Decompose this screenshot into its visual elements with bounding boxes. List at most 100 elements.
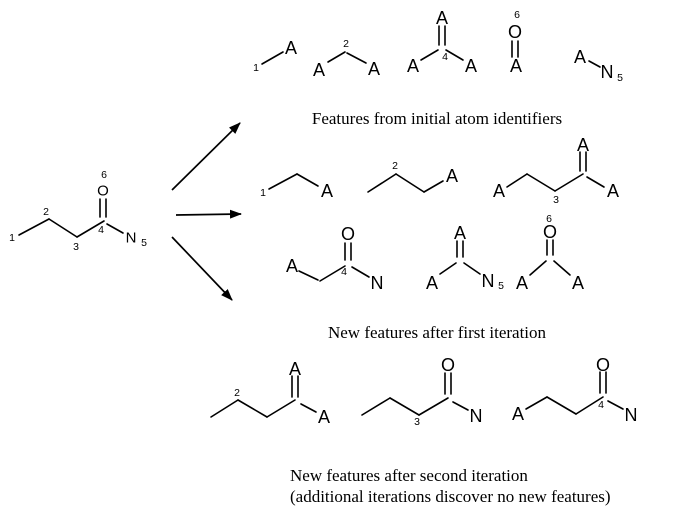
atom-number: 4	[98, 224, 104, 236]
atom-a-label: A	[289, 359, 301, 379]
bond	[588, 60, 601, 68]
bond	[48, 218, 78, 238]
row3-caption: New features after first iteration	[328, 323, 547, 342]
row1-feature-4: 6 O A	[508, 9, 522, 76]
oxygen-label: O	[543, 222, 557, 242]
oxygen-label: O	[596, 355, 610, 375]
row4-caption-line1: New features after second iteration	[290, 466, 528, 485]
bond	[367, 173, 397, 193]
atom-number: 5	[498, 280, 504, 292]
bond	[327, 51, 346, 63]
atom-a-label: A	[465, 56, 477, 76]
atom-a-label: A	[318, 407, 330, 427]
oxygen-label: O	[97, 183, 109, 200]
row1-feature-2: A 2 A	[313, 38, 380, 80]
bond	[445, 49, 464, 61]
row2-feature-1: 1 A	[260, 173, 333, 201]
atom-a-label: A	[572, 273, 584, 293]
row2-feature-3: A 3 A A	[493, 135, 619, 206]
bond	[554, 173, 584, 192]
bond	[526, 173, 556, 192]
atom-number: 3	[553, 194, 559, 206]
row1-feature-5: A N 5	[574, 47, 623, 84]
bond	[76, 220, 105, 238]
row1-feature-3: A 4 A A	[407, 8, 477, 76]
atom-a-label: A	[516, 273, 528, 293]
oxygen-label: O	[441, 355, 455, 375]
atom-number: 4	[442, 51, 448, 63]
bond	[18, 218, 50, 236]
bond	[607, 400, 624, 410]
bond	[506, 173, 528, 188]
bond	[395, 173, 425, 193]
bond	[346, 52, 367, 64]
atom-a-label: A	[313, 60, 325, 80]
arrow-icon	[175, 209, 242, 219]
atom-number: 2	[43, 206, 49, 218]
atom-number: 2	[234, 387, 240, 399]
row3-feature-3: 6 O A A	[516, 213, 584, 293]
row1-feature-1: 1 A	[253, 38, 297, 74]
bond	[351, 266, 370, 278]
bond	[463, 262, 481, 275]
bond	[546, 396, 577, 415]
atom-number: 6	[514, 9, 520, 21]
atom-number: 6	[546, 213, 552, 225]
atom-a-label: A	[512, 404, 524, 424]
bond	[575, 396, 604, 415]
row4-feature-1: 2 A A	[210, 359, 330, 427]
source-molecule-structure: 1 2 3 4 O 6 N 5	[9, 169, 147, 253]
row3-feature-2: A A N 5	[426, 223, 504, 293]
atom-number: 5	[617, 72, 623, 84]
row4-caption-line2: (additional iterations discover no new f…	[290, 487, 611, 506]
atom-number: 3	[73, 241, 79, 253]
oxygen-label: O	[341, 224, 355, 244]
bond	[210, 399, 239, 418]
nitrogen-label: N	[371, 273, 384, 293]
nitrogen-label: N	[601, 62, 614, 82]
atom-number: 1	[9, 232, 15, 244]
atom-a-label: A	[426, 273, 438, 293]
arrow-icon	[171, 122, 241, 191]
bond	[266, 399, 296, 418]
atom-a-label: A	[493, 181, 505, 201]
atom-a-label: A	[607, 181, 619, 201]
atom-number: 1	[253, 62, 259, 74]
atom-number: 2	[392, 160, 398, 172]
bond	[423, 180, 444, 193]
bond	[361, 397, 391, 416]
atom-number: 5	[141, 237, 147, 249]
bond	[525, 396, 548, 410]
arrow-icon	[171, 236, 233, 301]
bond	[553, 260, 571, 276]
bond	[296, 173, 319, 187]
atom-a-label: A	[368, 59, 380, 79]
atom-number: 4	[341, 266, 347, 278]
atom-a-label: A	[574, 47, 586, 67]
atom-a-label: A	[436, 8, 448, 28]
atom-number: 6	[101, 169, 107, 181]
bond	[389, 397, 420, 416]
atom-a-label: A	[285, 38, 297, 58]
row2-feature-2: 2 A	[367, 160, 458, 193]
bond	[300, 403, 317, 413]
atom-a-label: A	[577, 135, 589, 155]
atom-number: 3	[414, 416, 420, 428]
atom-number: 4	[598, 399, 604, 411]
atom-a-label: A	[321, 181, 333, 201]
bond	[237, 399, 268, 418]
nitrogen-label: N	[126, 230, 137, 247]
nitrogen-label: N	[482, 271, 495, 291]
atom-a-label: A	[286, 256, 298, 276]
bond	[439, 262, 457, 275]
atom-number: 2	[343, 38, 349, 50]
nitrogen-label: N	[625, 405, 638, 425]
bond	[420, 49, 439, 61]
atom-number: 1	[260, 187, 266, 199]
bond	[298, 270, 319, 281]
bond	[261, 51, 284, 65]
bond	[529, 260, 547, 276]
bond	[586, 176, 605, 188]
atom-a-label: A	[446, 166, 458, 186]
